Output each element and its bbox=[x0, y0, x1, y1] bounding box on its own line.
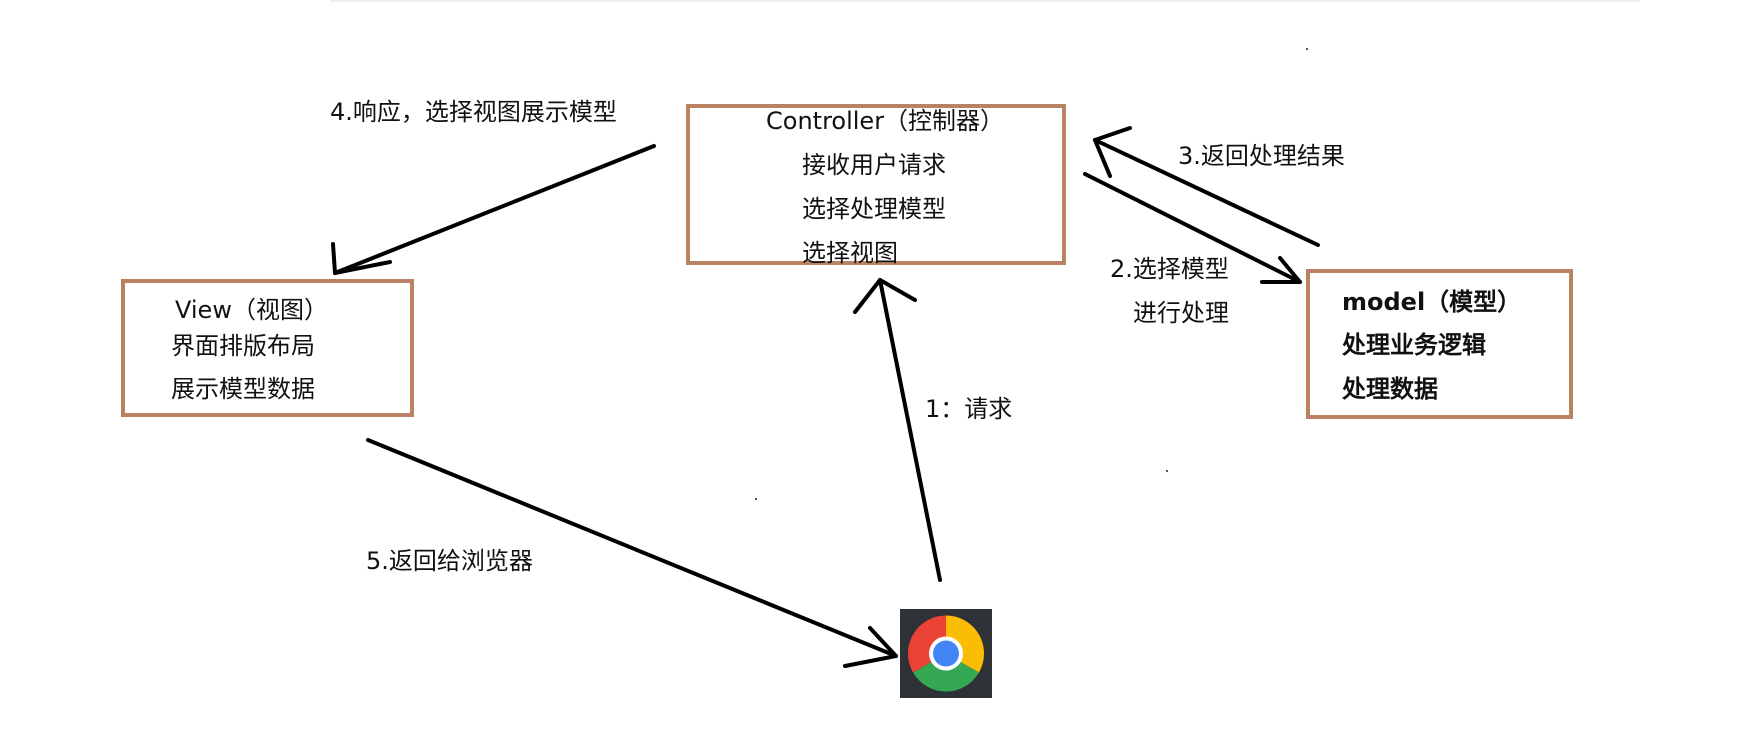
view-title: View（视图） bbox=[175, 296, 328, 324]
controller-line-choose-view: 选择视图 bbox=[802, 239, 898, 267]
controller-title: Controller（控制器） bbox=[766, 107, 1005, 135]
arrow-choose-model bbox=[1083, 172, 1302, 284]
step-5-return-browser-label: 5.返回给浏览器 bbox=[366, 547, 533, 575]
arrow-choose-model-head bbox=[1260, 256, 1302, 284]
step-2-choose-model-label: 2.选择模型 bbox=[1110, 255, 1229, 283]
speck-top-right bbox=[1306, 48, 1308, 50]
controller-box bbox=[686, 104, 1066, 265]
step-1-request-label: 1：请求 bbox=[925, 395, 1013, 423]
step-3-return-result-label: 3.返回处理结果 bbox=[1178, 142, 1345, 170]
view-line-show-data: 展示模型数据 bbox=[171, 375, 315, 403]
arrow-return-browser-head bbox=[843, 626, 898, 668]
arrow-respond-head bbox=[331, 242, 392, 275]
view-line-layout: 界面排版布局 bbox=[171, 332, 315, 360]
view-box bbox=[121, 279, 414, 417]
controller-line-choose-model: 选择处理模型 bbox=[802, 195, 946, 223]
arrow-respond bbox=[333, 144, 656, 275]
step-4-respond-label: 4.响应，选择视图展示模型 bbox=[330, 98, 617, 126]
arrow-return-browser bbox=[366, 438, 898, 658]
speck-middle bbox=[755, 498, 757, 500]
step-2-process-label: 进行处理 bbox=[1133, 299, 1229, 327]
arrow-return-result bbox=[1093, 138, 1320, 247]
model-box bbox=[1306, 269, 1573, 419]
model-line-business-logic: 处理业务逻辑 bbox=[1342, 331, 1486, 359]
chrome-logo-icon bbox=[908, 615, 984, 692]
top-divider bbox=[330, 0, 1640, 2]
arrow-return-result-head bbox=[1093, 126, 1132, 178]
model-title: model（模型） bbox=[1342, 288, 1522, 316]
controller-line-receive: 接收用户请求 bbox=[802, 151, 946, 179]
model-line-data: 处理数据 bbox=[1342, 375, 1438, 403]
arrow-request bbox=[878, 278, 942, 582]
chrome-browser-icon bbox=[900, 609, 992, 698]
arrow-request-head bbox=[853, 278, 917, 314]
speck-right bbox=[1166, 470, 1168, 472]
